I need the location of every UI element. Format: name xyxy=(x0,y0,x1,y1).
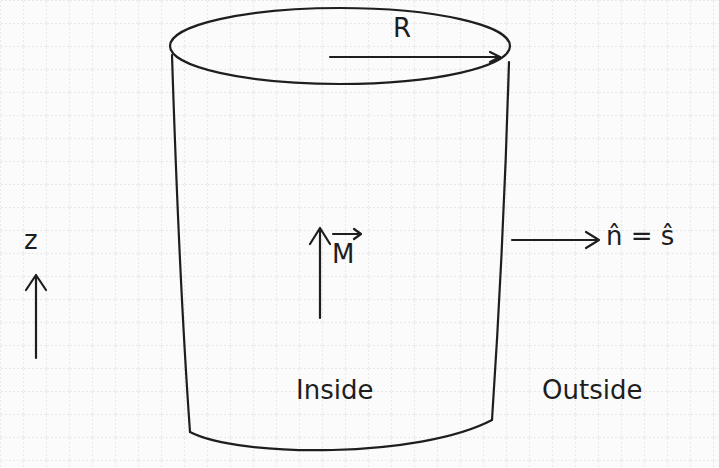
cylinder-left-side xyxy=(172,55,190,432)
normal-label: n̂ = ŝ xyxy=(606,222,674,251)
cylinder-bottom xyxy=(190,420,492,450)
region-label: Outside xyxy=(542,376,642,405)
cylinder-right-side xyxy=(492,62,509,420)
z-axis-arrow xyxy=(26,275,46,358)
magnetization-arrow xyxy=(310,228,330,318)
magnetization-label: M xyxy=(332,240,354,269)
cylinder-top xyxy=(170,8,510,84)
radius-label: R xyxy=(393,14,411,43)
radius-line xyxy=(330,56,500,58)
radius-arrowhead xyxy=(490,52,500,62)
region-label: Inside xyxy=(296,376,373,405)
normal-arrow xyxy=(512,232,599,248)
vector-arrow-over-m xyxy=(333,229,361,239)
axis-label: z xyxy=(24,226,38,255)
